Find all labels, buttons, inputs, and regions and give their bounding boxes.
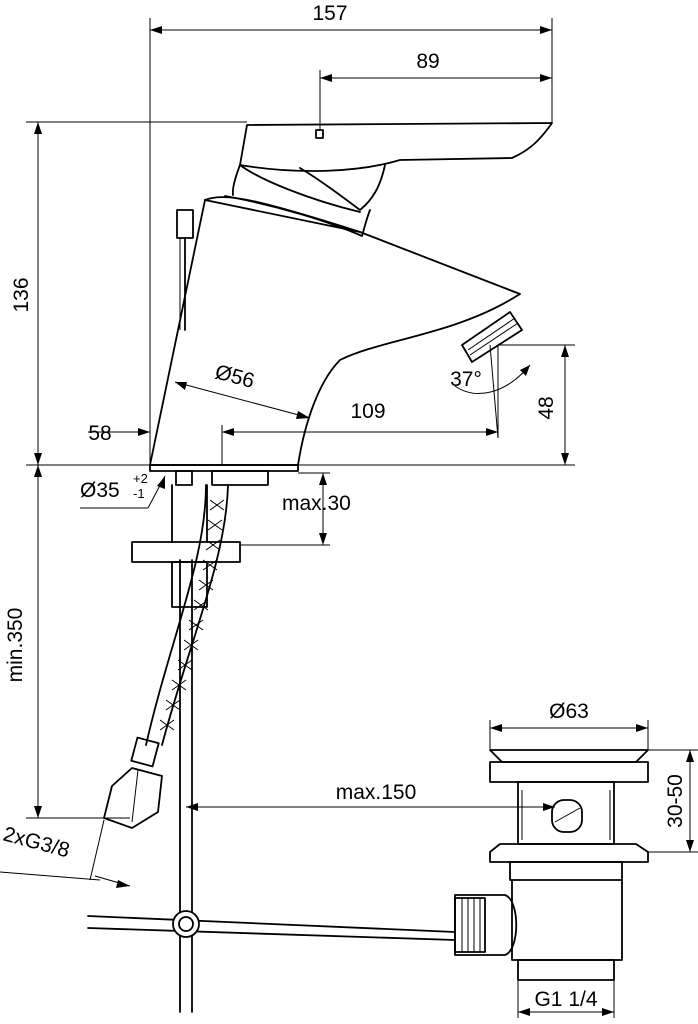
spout-projection-label: 109 <box>350 400 385 423</box>
aerator <box>461 311 523 363</box>
mounting-set <box>131 464 299 608</box>
spray-angle-label: 37° <box>450 368 482 391</box>
waste-thread-label: G1 1/4 <box>534 988 597 1011</box>
spout-reach-label: 89 <box>416 50 439 73</box>
connection-label: 2xG3/8 <box>1 823 72 863</box>
base-offset-label: 58 <box>88 422 111 445</box>
waste-range-label: 30-50 <box>664 774 687 828</box>
rod-length-label: max.150 <box>336 781 417 804</box>
dimension-lines <box>0 18 698 1018</box>
hole-tolerance-minus: -1 <box>133 486 145 501</box>
hose-length-label: min.350 <box>4 608 27 683</box>
overall-width-label: 157 <box>312 2 347 25</box>
arrowheads <box>34 26 694 1016</box>
hole-tolerance-plus: +2 <box>133 471 148 486</box>
waste-fitting <box>454 749 649 981</box>
faucet-body <box>149 195 521 466</box>
waste-diameter-label: Ø63 <box>549 700 589 723</box>
outlet-height-label: 48 <box>535 396 558 419</box>
hose-nut <box>103 736 163 829</box>
hole-diameter-label: Ø35 <box>80 479 120 502</box>
lever-handle <box>231 122 553 213</box>
body-diameter-label: Ø56 <box>213 360 257 392</box>
height-label: 136 <box>10 277 33 312</box>
dimension-labels: 157 89 136 58 Ø56 109 37° 48 Ø35 +2 -1 m… <box>1 2 687 1011</box>
deck-thickness-label: max.30 <box>282 492 351 515</box>
popup-rod <box>176 209 194 331</box>
braided-hose <box>145 484 229 746</box>
waste-rod <box>87 559 456 1013</box>
